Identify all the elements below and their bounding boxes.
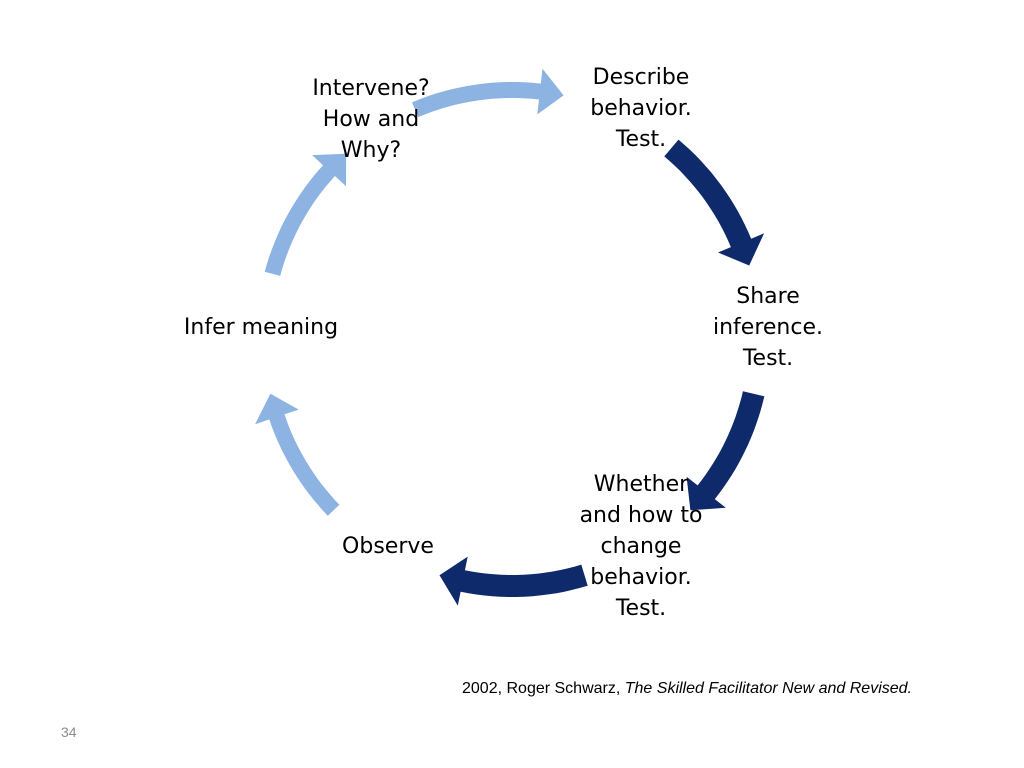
step-infer-meaning: Infer meaning [184,312,338,343]
arrow-intervene-to-describe [412,68,564,118]
step-line: Why? [340,138,402,163]
citation: 2002, Roger Schwarz, The Skilled Facilit… [462,680,912,698]
step-line: and how to [579,503,703,528]
step-line: Test. [615,127,667,152]
arrow-observe-to-infer [255,393,340,516]
step-line: Test. [615,596,667,621]
step-describe-behavior: Describe behavior. Test. [590,62,692,155]
citation-title: The Skilled Facilitator New and Revised. [624,680,912,697]
step-line: behavior. [590,96,692,121]
step-line: change [600,534,682,559]
step-line: Describe [592,65,690,90]
citation-prefix: 2002, Roger Schwarz, [462,680,625,697]
step-line: Infer meaning [183,315,339,340]
arrow-share-to-whether [686,391,765,511]
step-line: Share [736,284,800,309]
arrow-infer-to-intervene [264,153,347,276]
step-line: Intervene? [312,76,430,101]
step-line: behavior. [590,565,692,590]
step-observe: Observe [342,531,434,562]
step-line: inference. [713,315,823,340]
step-line: Observe [342,534,434,559]
arrow-describe-to-share [664,139,765,266]
step-share-inference: Share inference. Test. [713,281,823,374]
step-line: Whether [593,472,689,497]
arrow-whether-to-observe [439,556,588,606]
slide-number: 34 [61,724,77,740]
step-line: How and [322,107,420,132]
step-whether-change-behavior: Whether and how to change behavior. Test. [580,469,703,624]
step-line: Test. [742,346,794,371]
